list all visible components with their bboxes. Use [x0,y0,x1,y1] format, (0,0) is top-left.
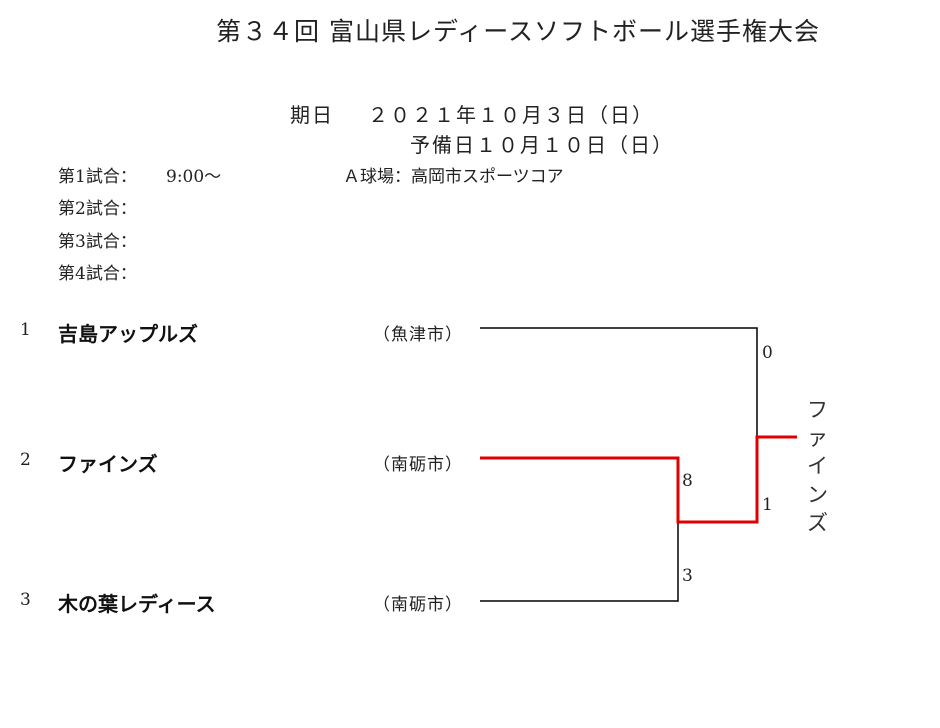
schedule-game-3-label: 第3試合： [58,232,137,252]
schedule-game-1-label: 第1試合： [58,167,137,187]
reserve-date-value: 予備日１０月１０日（日） [410,133,674,157]
schedule-game-1-time: 9:00〜 [166,167,222,187]
semifinal-score-team-3: 3 [682,566,693,586]
bracket-line-team-3 [480,522,679,602]
final-score-semifinal-winner: 1 [762,495,773,515]
team-3-name: 木の葉レディース [58,592,216,616]
winner-char-1: フ [807,398,828,422]
team-2-city: （南砺市） [373,455,463,475]
final-score-team-1: 0 [762,343,773,363]
team-3-seed: 3 [20,590,31,610]
date-value: ２０２１年１０月３日（日） [368,103,654,127]
team-2-seed: 2 [20,450,31,470]
team-2-name: ファインズ [58,452,158,476]
winner-char-5: ズ [807,511,828,535]
team-1-seed: 1 [20,320,31,340]
schedule-game-2-label: 第2試合： [58,199,137,219]
winner-char-2: ァ [807,426,828,450]
team-3-city: （南砺市） [373,595,463,615]
team-1-city: （魚津市） [373,325,463,345]
bracket-line-team-1 [480,327,758,437]
bracket-line-winner-path [480,435,797,524]
page-title: 第３４回 富山県レディースソフトボール選手権大会 [216,17,820,46]
semifinal-score-team-2: 8 [682,471,693,491]
winner-char-3: イ [807,454,828,478]
venue: Ａ球場：高岡市スポーツコア [343,167,564,187]
winner-char-4: ン [807,483,828,507]
schedule-game-4-label: 第4試合： [58,264,137,284]
date-label: 期日 [290,103,334,127]
team-1-name: 吉島アップルズ [58,322,198,346]
